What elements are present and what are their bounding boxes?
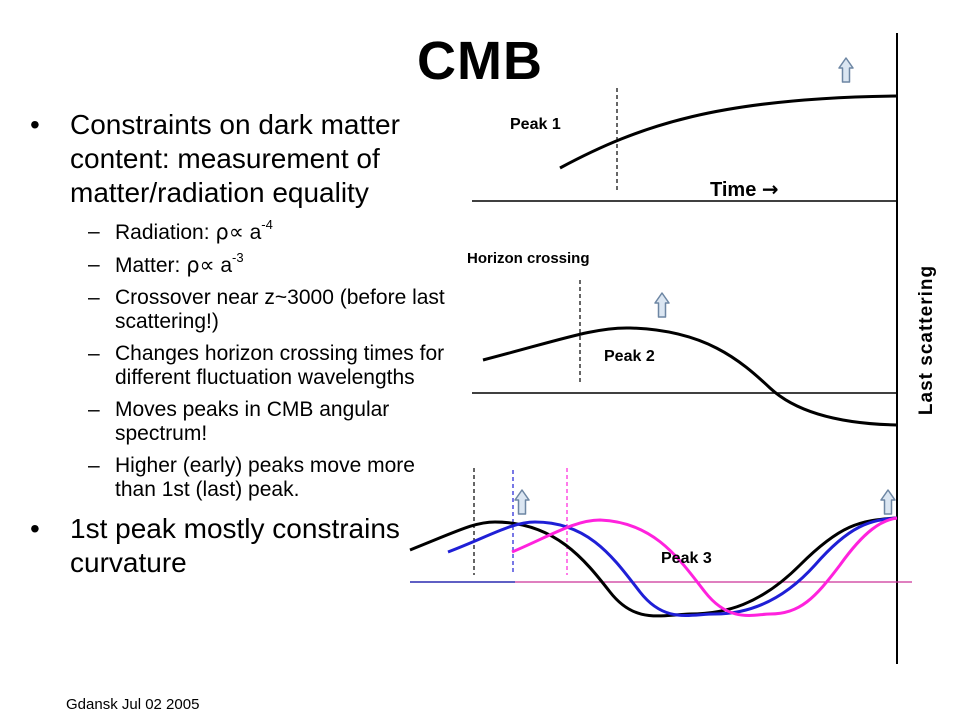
sub-bullet-list: –Radiation: ρ∝ a-4 –Matter: ρ∝ a-3 –Cros… (30, 217, 450, 502)
proportional-symbol: ρ∝ (186, 253, 215, 277)
panel2-curve (482, 326, 898, 427)
exponent: -4 (261, 217, 273, 232)
up-arrow-icon (654, 292, 670, 318)
dash: – (88, 286, 100, 309)
panel3-curve-magenta (511, 516, 898, 617)
bullet-list: • Constraints on dark matter content: me… (30, 108, 450, 590)
sub-bullet-text: Radiation: (115, 221, 216, 244)
bullet-dot: • (30, 109, 40, 140)
panel1-curve (559, 94, 898, 170)
up-arrow-icon (514, 489, 530, 515)
dash: – (88, 454, 100, 477)
sub-bullet-higher-peaks: –Higher (early) peaks move more than 1st… (30, 454, 450, 502)
time-label-text: Time (710, 179, 757, 201)
panel3-curve-blue (447, 516, 898, 617)
sub-bullet-crossover: –Crossover near z~3000 (before last scat… (30, 286, 450, 334)
bullet-dot: • (30, 513, 40, 544)
sub-bullet-radiation: –Radiation: ρ∝ a-4 (30, 217, 450, 245)
sub-bullet-moves-peaks: –Moves peaks in CMB angular spectrum! (30, 398, 450, 446)
up-arrow-icon (880, 489, 896, 515)
bullet-text: Constraints on dark matter content: meas… (70, 109, 400, 208)
horizon-crossing-label: Horizon crossing (467, 250, 590, 267)
panel3-curve-black (409, 516, 898, 618)
sub-bullet-text: Higher (early) peaks move more than 1st … (115, 454, 415, 501)
sub-bullet-horizon: –Changes horizon crossing times for diff… (30, 342, 450, 390)
slide-title: CMB (417, 31, 543, 91)
peak2-label: Peak 2 (604, 348, 655, 365)
dash: – (88, 253, 100, 276)
proportional-symbol: ρ∝ (215, 220, 244, 244)
sub-bullet-text: Moves peaks in CMB angular spectrum! (115, 398, 390, 445)
sub-bullet-text: a (214, 254, 233, 277)
bullet-curvature: • 1st peak mostly constrains curvature (30, 512, 450, 580)
bullet-text: 1st peak mostly constrains curvature (70, 513, 400, 578)
sub-bullet-text: a (243, 221, 262, 244)
up-arrow-icon (838, 57, 854, 83)
peak1-label: Peak 1 (510, 116, 561, 133)
bullet-dark-matter: • Constraints on dark matter content: me… (30, 108, 450, 210)
dash: – (88, 398, 100, 421)
time-label: Time → (710, 177, 779, 202)
footer-text: Gdansk Jul 02 2005 (66, 696, 200, 713)
dash: – (88, 342, 100, 365)
right-arrow-icon: → (761, 177, 779, 201)
peak3-label: Peak 3 (661, 550, 712, 567)
sub-bullet-matter: –Matter: ρ∝ a-3 (30, 250, 450, 278)
sub-bullet-text: Changes horizon crossing times for diffe… (115, 342, 445, 389)
sub-bullet-text: Matter: (115, 254, 187, 277)
exponent: -3 (232, 250, 244, 265)
dash: – (88, 220, 100, 243)
sub-bullet-text: Crossover near z~3000 (before last scatt… (115, 286, 445, 333)
last-scattering-text: Last scattering (916, 264, 937, 416)
